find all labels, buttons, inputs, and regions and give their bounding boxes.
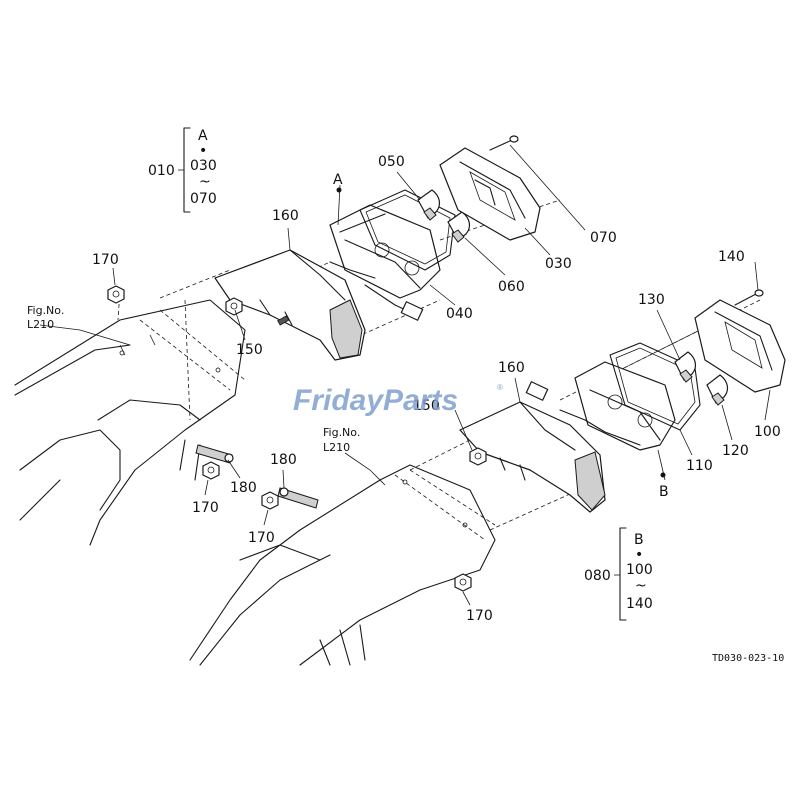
nut-150-b	[469, 447, 487, 466]
group-080-last: 140	[626, 596, 653, 612]
left-fender-body	[14, 299, 246, 546]
group-bracket-080: 080 B • 100 ~ 140	[584, 527, 653, 621]
lamp-body-040	[329, 204, 441, 321]
figref-center-line1: Fig.No.	[323, 426, 360, 439]
group-010-last: 070	[190, 191, 217, 207]
lens-100	[694, 299, 786, 393]
ref-dot-A	[336, 187, 342, 193]
center-fender-body	[189, 464, 496, 666]
assembly-line	[559, 329, 701, 401]
label-120: 120	[722, 443, 749, 459]
group-010-tilde: ~	[199, 174, 211, 190]
watermark-registered: ®	[497, 383, 503, 392]
label-060: 060	[498, 279, 525, 295]
nut-170-d	[454, 573, 472, 592]
label-070: 070	[590, 230, 617, 246]
lamp-body-110	[525, 361, 676, 451]
screw-070	[489, 135, 519, 151]
drawing-code: TD030-023-10	[712, 653, 784, 664]
leader-lines	[39, 144, 771, 606]
group-080-dot: •	[635, 547, 643, 563]
gasket-lower	[609, 342, 701, 431]
assembly-line	[349, 299, 441, 341]
assembly-line	[159, 269, 231, 299]
group-080-first: 100	[626, 562, 653, 578]
nut-150-a	[225, 297, 243, 316]
group-080-top: B	[634, 532, 644, 548]
label-030: 030	[545, 256, 572, 272]
nut-170-a	[107, 285, 125, 304]
clip-180-b	[277, 487, 319, 509]
label-050: 050	[378, 154, 405, 170]
label-170-d: 170	[466, 608, 493, 624]
label-100: 100	[754, 424, 781, 440]
label-130: 130	[638, 292, 665, 308]
label-160-upper: 160	[272, 208, 299, 224]
label-ref-A: A	[333, 172, 343, 188]
nut-170-c	[261, 491, 279, 510]
assembly-line	[409, 439, 471, 471]
group-080-parent: 080	[584, 568, 611, 584]
bulb-130	[674, 351, 697, 383]
lens-030	[439, 147, 541, 241]
label-180-a: 180	[230, 480, 257, 496]
bulb-120	[706, 374, 729, 406]
group-080-tilde: ~	[635, 578, 647, 594]
group-010-parent: 010	[148, 163, 175, 179]
assembly-line	[117, 289, 121, 321]
nut-170-b	[202, 461, 220, 480]
group-010-dot: •	[199, 143, 207, 159]
label-150-a: 150	[236, 342, 263, 358]
group-010-top: A	[198, 128, 208, 144]
clip-180-a	[195, 444, 234, 464]
screw-140	[734, 289, 764, 306]
lamp-bracket-160-upper	[214, 249, 366, 361]
lamp-bracket-160-lower	[459, 401, 606, 513]
label-ref-B: B	[659, 484, 669, 500]
figref-left-line2: L210	[27, 318, 54, 331]
assembly-line	[184, 299, 191, 421]
bulb-060	[447, 211, 471, 243]
label-040: 040	[446, 306, 473, 322]
gasket-upper	[359, 189, 456, 271]
group-010-first: 030	[190, 158, 217, 174]
label-180-b: 180	[270, 452, 297, 468]
watermark-part2: Parts	[383, 384, 458, 417]
label-160-lower: 160	[498, 360, 525, 376]
label-140: 140	[718, 249, 745, 265]
ref-dot-B	[660, 472, 666, 478]
label-170-c: 170	[248, 530, 275, 546]
svg-text:FridayParts: FridayParts	[293, 384, 458, 417]
label-170-b: 170	[192, 500, 219, 516]
group-bracket-010: 010 A • 030 ~ 070	[148, 127, 217, 213]
label-170-a: 170	[92, 252, 119, 268]
label-110: 110	[686, 458, 713, 474]
figref-center-line2: L210	[323, 441, 350, 454]
watermark-part1: Friday	[293, 384, 384, 417]
label-150-b: 150	[413, 398, 440, 414]
figref-left-line1: Fig.No.	[27, 304, 64, 317]
bulb-050	[417, 189, 441, 221]
watermark-logo: FridayParts ®	[293, 383, 503, 417]
